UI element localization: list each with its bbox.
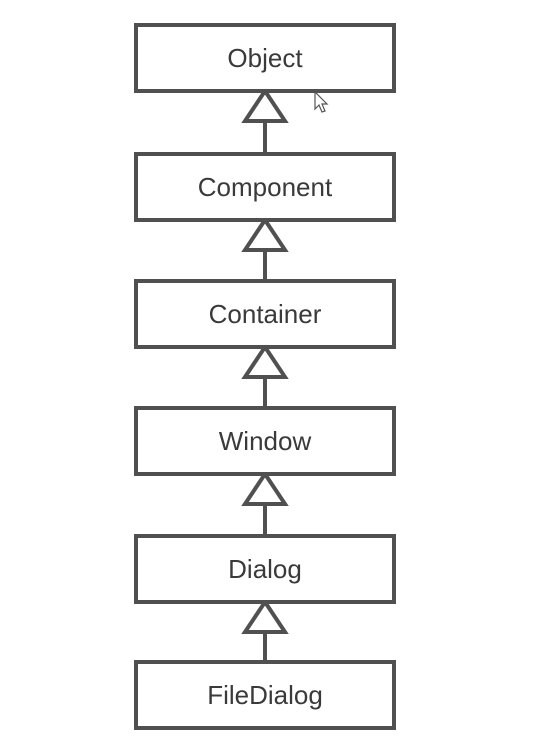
class-label-object: Object (227, 43, 303, 73)
class-box-component: Component (134, 152, 396, 222)
class-box-frame (134, 534, 396, 604)
class-box-container: Container (134, 279, 396, 349)
class-label-filedialog: FileDialog (207, 680, 323, 710)
class-box-frame (134, 660, 396, 730)
class-box-filedialog: FileDialog (134, 660, 396, 730)
inheritance-arrowhead-filedialog-dialog (241, 598, 289, 634)
class-box-frame (134, 279, 396, 349)
inheritance-arrowhead-component-object (241, 87, 289, 123)
class-box-object: Object (134, 23, 396, 93)
class-box-frame (134, 152, 396, 222)
inheritance-arrows (241, 87, 289, 662)
class-box-window: Window (134, 406, 396, 476)
class-box-frame (134, 23, 396, 93)
class-boxes: ObjectComponentContainerWindowDialogFile… (134, 23, 396, 730)
class-label-component: Component (198, 172, 333, 202)
mouse-pointer-icon (314, 90, 329, 113)
class-label-dialog: Dialog (228, 554, 302, 584)
class-box-frame (134, 406, 396, 476)
class-label-container: Container (209, 299, 322, 329)
class-label-window: Window (219, 426, 312, 456)
inheritance-arrowhead-window-container (241, 343, 289, 379)
inheritance-arrowhead-container-component (241, 216, 289, 252)
class-box-dialog: Dialog (134, 534, 396, 604)
inheritance-arrowhead-dialog-window (241, 470, 289, 506)
